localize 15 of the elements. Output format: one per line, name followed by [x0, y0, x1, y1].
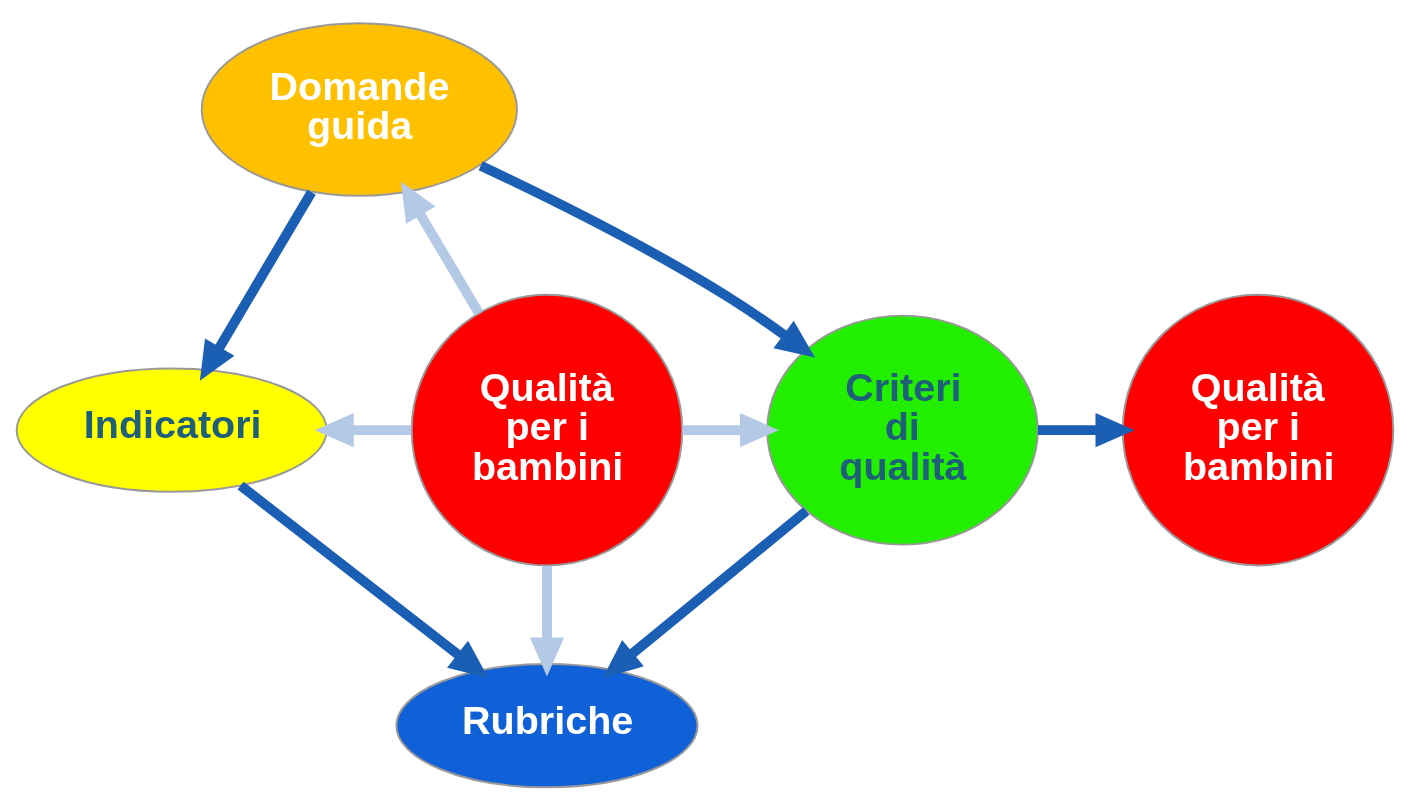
- arrow: [237, 481, 489, 678]
- arrow: [400, 181, 483, 315]
- node-ellipse: Criteri di qualità: [766, 314, 1039, 546]
- node-circle: Qualità per i bambini: [410, 293, 684, 566]
- arrow: [1037, 412, 1135, 447]
- node-circle: Qualità per i bambini: [1121, 293, 1395, 566]
- arrow: [602, 506, 810, 678]
- arrow: [529, 565, 565, 676]
- arrow: [682, 412, 779, 447]
- node-ellipse: Indicatori: [15, 366, 328, 493]
- arrow: [199, 189, 316, 381]
- arrow: [314, 412, 412, 447]
- node-ellipse: Rubriche: [395, 662, 699, 788]
- node-ellipse: Domande guida: [200, 21, 518, 197]
- arrow: [478, 160, 815, 357]
